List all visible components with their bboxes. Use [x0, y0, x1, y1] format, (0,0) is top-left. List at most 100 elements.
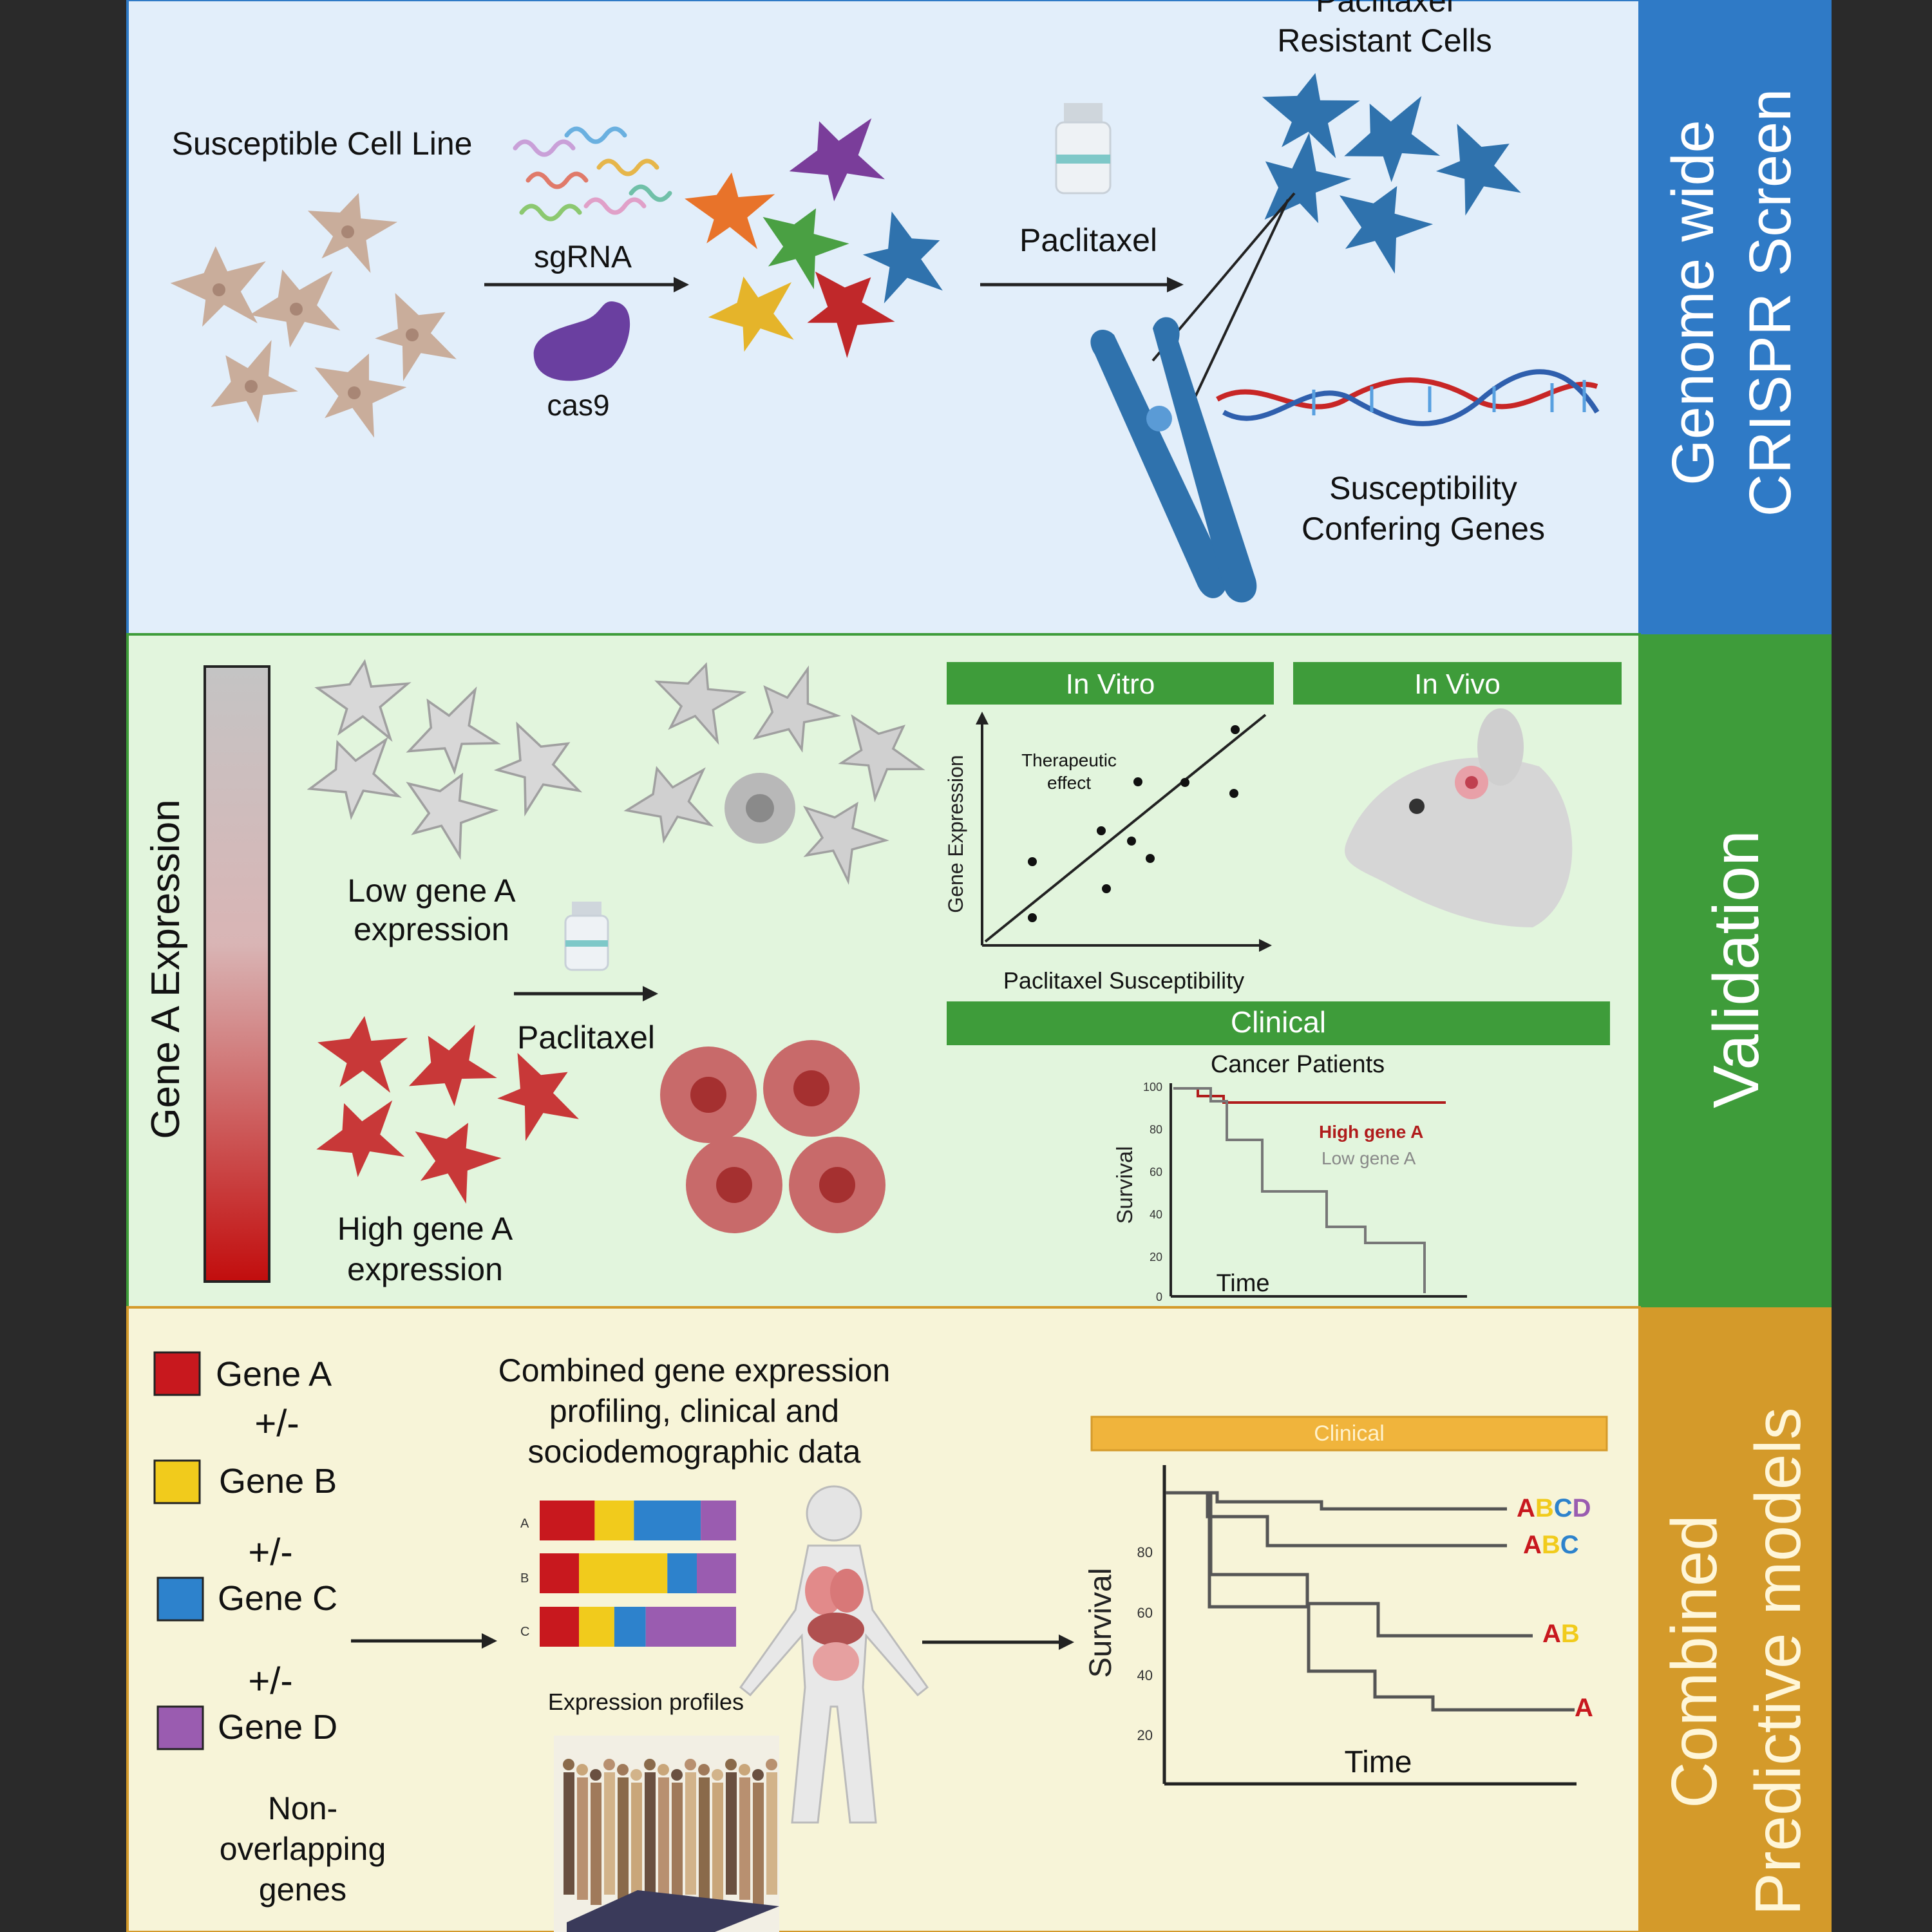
in-vivo-header — [1293, 662, 1622, 705]
resistant-cells-line2: Resistant Cells — [1277, 23, 1492, 59]
scatter-point — [1028, 913, 1037, 922]
combined-line1: Combined gene expression — [498, 1352, 891, 1388]
person-body — [739, 1777, 750, 1900]
profile-segment — [645, 1607, 736, 1647]
person-head — [698, 1764, 710, 1776]
profile-segment — [701, 1501, 736, 1540]
km-tick: 100 — [1143, 1081, 1162, 1094]
crispr-band-line2: CRISPR Screen — [1738, 89, 1803, 517]
profile-segment — [594, 1501, 634, 1540]
models-clinical-label: Clinical — [1314, 1421, 1385, 1446]
curve-letter: B — [1542, 1531, 1560, 1559]
clinical-label: Clinical — [1231, 1005, 1326, 1039]
trend-line — [984, 714, 1267, 943]
non-overlapping-line2: overlapping — [220, 1831, 386, 1867]
gene-d-swatch — [156, 1705, 204, 1750]
gene-a-swatch — [153, 1351, 201, 1396]
validation-paclitaxel-label: Paclitaxel — [517, 1019, 655, 1056]
gene-b-label: Gene B — [219, 1462, 337, 1501]
genes-line1: Susceptibility — [1329, 470, 1517, 506]
scatter-point — [1028, 857, 1037, 866]
scatter-point — [1180, 778, 1189, 787]
right-margin — [1834, 0, 1932, 1932]
profile-segment — [667, 1553, 697, 1593]
cas9-label: cas9 — [547, 388, 609, 422]
person-head — [563, 1759, 574, 1770]
person-body — [631, 1783, 642, 1905]
scatter-point — [1231, 725, 1240, 734]
arrow-head — [674, 277, 689, 292]
models-panel — [126, 1306, 1641, 1932]
therapeutic-line2: effect — [1047, 773, 1091, 793]
low-label-line1: Low gene A — [347, 873, 516, 909]
crispr-section: Genome wide CRISPR Screen Susceptible Ce… — [126, 0, 1832, 636]
curve-letter: A — [1517, 1494, 1535, 1522]
person-body — [699, 1777, 710, 1900]
curve-label-a: A — [1575, 1694, 1593, 1722]
cancer-patients-label: Cancer Patients — [1211, 1051, 1385, 1078]
person-head — [630, 1769, 642, 1781]
curve-letter: A — [1575, 1694, 1593, 1722]
non-overlapping-line1: Non- — [268, 1790, 337, 1826]
km-curve-a — [1166, 1491, 1575, 1712]
paclitaxel-label: Paclitaxel — [1019, 222, 1157, 258]
person-body — [712, 1783, 723, 1905]
validation-section: Validation Gene A Expression Low gene A … — [126, 633, 1832, 1309]
curve-letter: A — [1542, 1620, 1561, 1648]
resistant-cells-line1: Paclitaxel — [1316, 0, 1454, 19]
crispr-band — [1641, 0, 1832, 634]
gene-a-label: Gene A — [216, 1355, 332, 1394]
km-survival-label: Survival — [1113, 1146, 1137, 1224]
scatter-point — [1097, 826, 1106, 835]
km-tick: 20 — [1137, 1727, 1153, 1743]
plus-minus: +/- — [248, 1531, 292, 1573]
high-label-line1: High gene A — [337, 1211, 513, 1247]
profile-segment — [614, 1607, 646, 1647]
person-head — [725, 1759, 737, 1770]
person-head — [603, 1759, 615, 1770]
curve-letter: C — [1554, 1494, 1573, 1522]
person-head — [671, 1769, 683, 1781]
low-label-line2: expression — [354, 911, 509, 947]
person-body — [766, 1772, 777, 1895]
profile-row-label: C — [520, 1625, 529, 1639]
curve-label-abcd: ABCD — [1517, 1494, 1591, 1522]
person-body — [753, 1783, 764, 1905]
combined-line2: profiling, clinical and — [549, 1393, 839, 1429]
gene-expression-gradient — [204, 665, 270, 1283]
person-head — [739, 1764, 750, 1776]
dna-helix-icon — [1216, 369, 1600, 426]
high-label-line2: expression — [347, 1251, 503, 1287]
validation-band-label: Validation — [1700, 830, 1772, 1108]
in-vitro-label: In Vitro — [1066, 668, 1155, 700]
scatter-point — [1229, 789, 1238, 798]
sgrna-icon — [513, 126, 672, 222]
sgrna-label: sgRNA — [534, 240, 632, 274]
susceptible-cell-line-label: Susceptible Cell Line — [172, 126, 473, 162]
km-tick: 20 — [1150, 1251, 1162, 1264]
cas9-icon — [533, 301, 630, 381]
expression-profiles: A B C Expression profiles — [520, 1501, 744, 1715]
left-margin — [0, 0, 126, 1932]
validation-band — [1641, 634, 1832, 1307]
models-band-line2: Predictive models — [1742, 1407, 1814, 1915]
scatter-point — [1146, 854, 1155, 863]
profile-segment — [697, 1553, 736, 1593]
models-survival-label: Survival — [1084, 1568, 1118, 1678]
in-vitro-header — [947, 662, 1274, 705]
curve-letter: B — [1535, 1494, 1554, 1522]
person-head — [576, 1764, 588, 1776]
person-body — [591, 1783, 601, 1905]
plus-minus: +/- — [254, 1403, 299, 1444]
low-gene-label: Low gene A — [1321, 1148, 1416, 1168]
gradient-label: Gene A Expression — [144, 799, 188, 1139]
person-body — [577, 1777, 588, 1900]
combined-line3: sociodemographic data — [528, 1434, 861, 1470]
profile-row-label: A — [520, 1517, 529, 1531]
person-body — [685, 1772, 696, 1895]
profile-row-label: B — [520, 1571, 529, 1586]
km-tick: 40 — [1150, 1208, 1162, 1221]
curve-label-ab: AB — [1542, 1620, 1580, 1648]
gene-b-swatch — [153, 1459, 201, 1504]
profile-segment — [634, 1501, 701, 1540]
